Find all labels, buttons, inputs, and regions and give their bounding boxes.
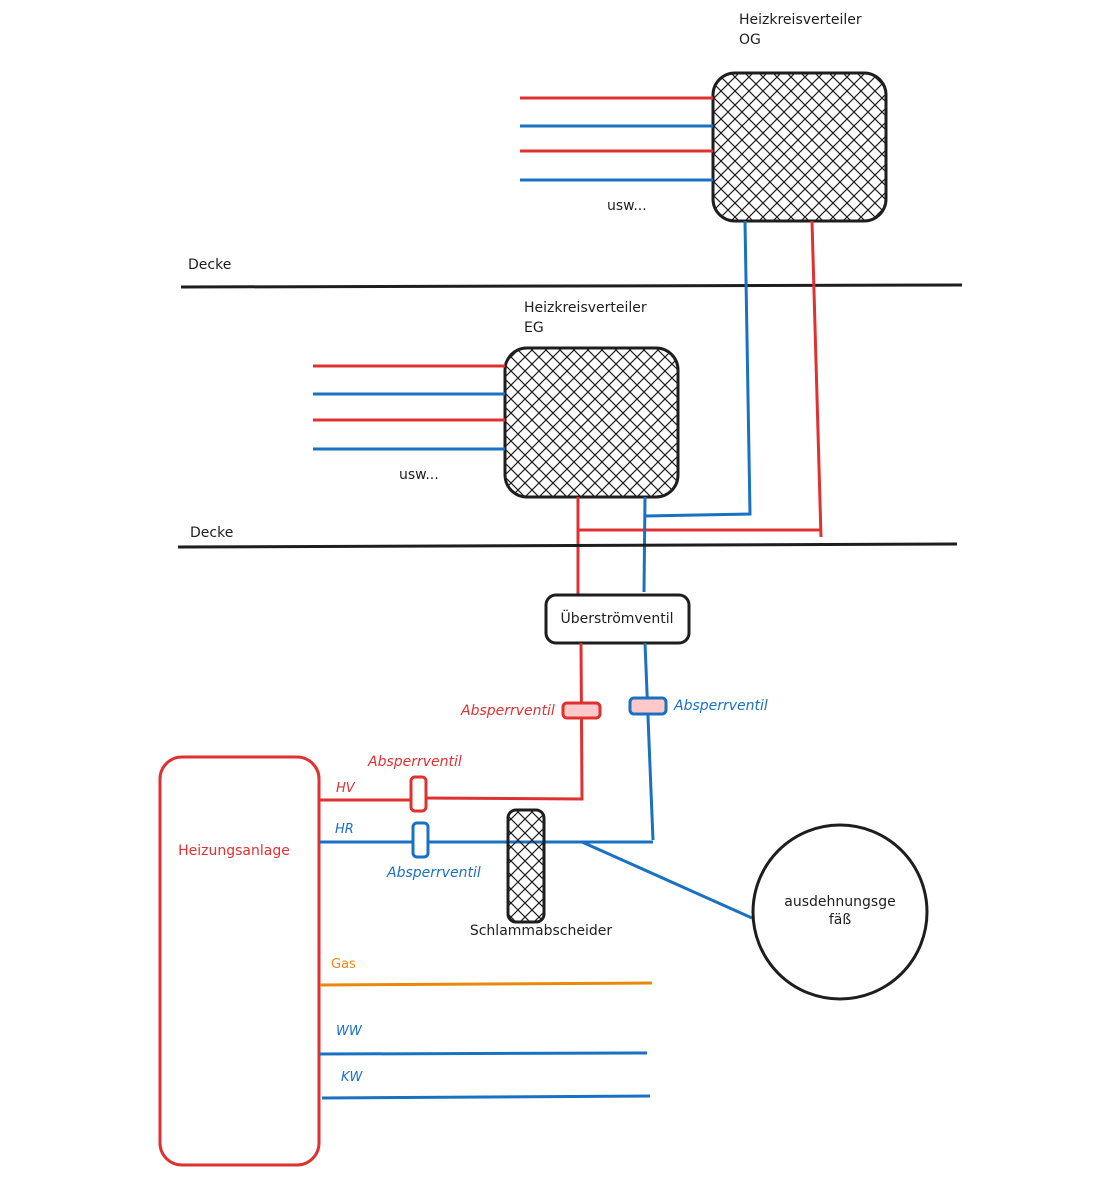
- shutoff-valve-supply-upper-body: [561, 701, 602, 720]
- shutoff-valve-return-upper-label: Absperrventil: [673, 698, 768, 714]
- distributor-og-title-line2: OG: [739, 32, 761, 48]
- sludge-separator-label: Schlammabscheider: [470, 923, 613, 939]
- expansion-vessel-label-line1: ausdehnungsge: [784, 894, 895, 910]
- overflow-valve-label: Überströmventil: [561, 609, 674, 627]
- og-etc-label: usw...: [607, 198, 647, 214]
- ceiling-upper-label: Decke: [188, 257, 231, 273]
- supply-main-pipe: [421, 642, 584, 801]
- eg-etc-label: usw...: [399, 467, 439, 483]
- overflow-valve-box: [544, 593, 691, 645]
- shutoff-valve-return-upper-body: [628, 696, 668, 716]
- expansion-vessel: ausdehnungsge fäß: [751, 823, 929, 1001]
- distributor-og: Heizkreisverteiler OG usw...: [520, 12, 888, 223]
- heating-system-box: [158, 755, 321, 1167]
- expansion-vessel-label-line2: fäß: [829, 912, 852, 928]
- ww-pipe: [319, 1051, 648, 1056]
- distributor-eg-title-line2: EG: [524, 320, 544, 336]
- ceiling-lower: Decke: [177, 525, 958, 549]
- gas-pipe: [319, 981, 653, 987]
- ceiling-upper-line: [180, 283, 963, 289]
- shutoff-valve-supply-lower-label: Absperrventil: [367, 754, 462, 770]
- hr-label: HR: [335, 822, 354, 837]
- shutoff-valve-supply-upper: Absperrventil: [460, 701, 602, 720]
- sludge-separator-body: [506, 808, 546, 924]
- return-main-pipe: [643, 642, 655, 841]
- ceiling-lower-line: [177, 542, 958, 549]
- expansion-vessel-pipe: [581, 840, 753, 920]
- kw-label: KW: [341, 1070, 364, 1085]
- ceiling-lower-label: Decke: [190, 525, 233, 541]
- distributor-eg: Heizkreisverteiler EG usw...: [313, 300, 680, 499]
- distributor-eg-title-line1: Heizkreisverteiler: [524, 300, 647, 316]
- shutoff-valve-return-lower-body: [411, 821, 430, 859]
- expansion-vessel-circle: [751, 823, 929, 1001]
- heating-system-label: Heizungsanlage: [178, 843, 290, 859]
- distributor-og-box: [711, 71, 888, 223]
- shutoff-valve-supply-lower-body: [409, 775, 428, 813]
- shutoff-valve-return-lower: Absperrventil: [386, 821, 481, 881]
- shutoff-valve-return-upper: Absperrventil: [628, 696, 768, 716]
- kw-pipe: [321, 1094, 651, 1100]
- sludge-separator: Schlammabscheider: [470, 808, 613, 939]
- ceiling-upper: Decke: [180, 257, 963, 289]
- ww-label: WW: [336, 1024, 363, 1039]
- distributor-og-title-line1: Heizkreisverteiler: [739, 12, 862, 28]
- og-return-riser: [644, 220, 752, 518]
- shutoff-valve-supply-upper-label: Absperrventil: [460, 703, 555, 719]
- distributor-eg-box: [503, 346, 680, 499]
- og-supply-riser: [810, 220, 823, 538]
- shutoff-valve-return-lower-label: Absperrventil: [386, 865, 481, 881]
- hv-label: HV: [336, 781, 356, 796]
- gas-label: Gas: [331, 957, 356, 972]
- shutoff-valve-supply-lower: Absperrventil: [367, 754, 462, 813]
- heating-system: Heizungsanlage: [158, 755, 321, 1167]
- overflow-valve: Überströmventil: [544, 593, 691, 645]
